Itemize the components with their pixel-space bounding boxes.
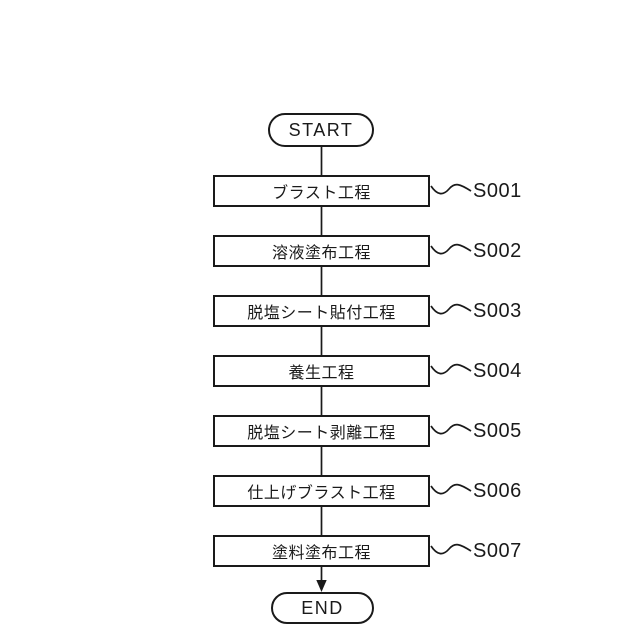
process-box: 塗料塗布工程: [213, 535, 430, 567]
process-label: 脱塩シート貼付工程: [247, 305, 396, 322]
process-box: 溶液塗布工程: [213, 235, 430, 267]
squiggle-connector-icon: [430, 303, 472, 315]
process-box: ブラスト工程: [213, 175, 430, 207]
step-ref-label: S007: [473, 539, 522, 562]
process-box: 仕上げブラスト工程: [213, 475, 430, 507]
flow-step-s003: 脱塩シート貼付工程 S003: [213, 295, 522, 327]
squiggle-connector-icon: [430, 483, 472, 495]
step-ref-label: S004: [473, 359, 522, 382]
process-label: 溶液塗布工程: [271, 245, 371, 262]
flow-step-s007: 塗料塗布工程 S007: [213, 535, 522, 567]
step-ref-label: S003: [473, 299, 522, 322]
step-ref-label: S005: [473, 419, 522, 442]
start-terminal: START: [268, 113, 374, 147]
squiggle-connector-icon: [430, 363, 472, 375]
squiggle-connector-icon: [430, 183, 472, 195]
squiggle-connector-icon: [430, 243, 472, 255]
process-box: 養生工程: [213, 355, 430, 387]
process-box: 脱塩シート剥離工程: [213, 415, 430, 447]
squiggle-connector-icon: [430, 543, 472, 555]
step-ref-label: S002: [473, 239, 522, 262]
squiggle-connector-icon: [430, 423, 472, 435]
flow-step-s001: ブラスト工程 S001: [213, 175, 522, 207]
flow-step-s005: 脱塩シート剥離工程 S005: [213, 415, 522, 447]
start-label: START: [288, 119, 354, 140]
process-label: ブラスト工程: [272, 185, 371, 202]
process-box: 脱塩シート貼付工程: [213, 295, 430, 327]
process-label: 養生工程: [288, 365, 355, 382]
step-ref-label: S006: [473, 479, 522, 502]
end-terminal: END: [271, 592, 374, 624]
process-label: 仕上げブラスト工程: [247, 485, 396, 502]
process-label: 脱塩シート剥離工程: [247, 425, 396, 442]
end-label: END: [301, 597, 344, 618]
flow-step-s006: 仕上げブラスト工程 S006: [213, 475, 522, 507]
process-label: 塗料塗布工程: [271, 545, 371, 562]
flow-step-s002: 溶液塗布工程 S002: [213, 235, 522, 267]
flow-step-s004: 養生工程 S004: [213, 355, 522, 387]
step-ref-label: S001: [473, 179, 522, 202]
arrowhead-icon: [316, 580, 327, 592]
